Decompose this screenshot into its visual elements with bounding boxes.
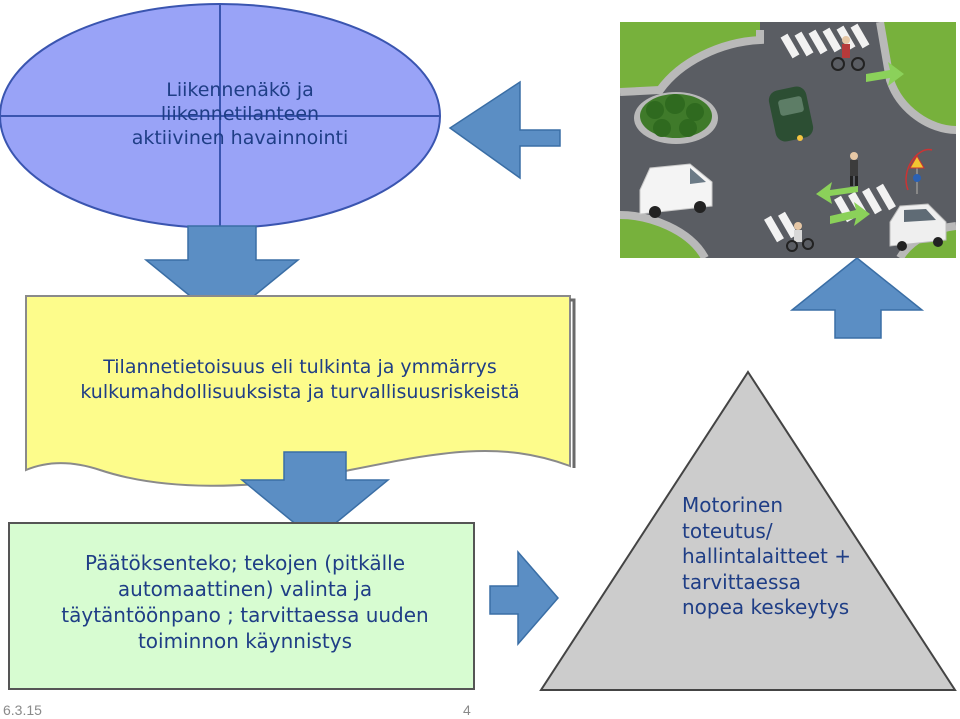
perception-line: liikennetilanteen: [160, 103, 320, 126]
van-white: [639, 163, 713, 218]
grass-topright: [880, 22, 956, 130]
decision-box: [8, 522, 475, 690]
execution-line: nopea keskeytys: [682, 595, 850, 620]
awareness-line: kulkumahdollisuuksista ja turvallisuusri…: [80, 381, 520, 404]
execution-text: Motorinen toteutus/ hallintalaitteet + t…: [682, 493, 851, 621]
execution-line: hallintalaitteet +: [682, 544, 851, 569]
decision-line: automaattinen) valinta ja: [117, 577, 373, 601]
execution-triangle: [539, 370, 957, 691]
execution-line: Motorinen: [682, 493, 784, 517]
decision-line: Päätöksenteko; tekojen (pitkälle: [84, 551, 406, 575]
green-arrow-icon: [816, 182, 858, 204]
grass-topleft: [620, 22, 760, 92]
cyclist-bottom: [786, 222, 814, 252]
decision-line: toiminnon käynnistys: [137, 629, 353, 653]
pedestrian: [850, 152, 858, 186]
grass-bottomleft: [620, 215, 705, 258]
awareness-text: Tilannetietoisuus eli tulkinta ja ymmärr…: [40, 355, 560, 405]
green-arrow-icon: [830, 202, 870, 226]
arrow-down-2: [239, 451, 391, 541]
arrow-right: [489, 549, 559, 647]
arrow-left: [448, 80, 561, 180]
arrow-up: [789, 257, 925, 339]
decision-text: Päätöksenteko; tekojen (pitkälle automaa…: [10, 550, 480, 654]
footer-date: 6.3.15: [3, 702, 42, 718]
road-sign-icon: [909, 155, 925, 194]
execution-line: toteutus/: [682, 518, 773, 543]
car-green: [768, 86, 814, 142]
traffic-intersection-image: [620, 22, 956, 258]
footer-page-number: 4: [463, 702, 471, 718]
decision-line: täytäntöönpano ; tarvittaessa uuden: [61, 603, 429, 627]
awareness-line: Tilannetietoisuus eli tulkinta ja ymmärr…: [103, 356, 497, 378]
perception-line: aktiivinen havainnointi: [131, 127, 349, 150]
perception-text: Liikennenäkö ja liikennetilanteen aktiiv…: [40, 78, 440, 150]
perception-line: Liikennenäkö ja: [166, 79, 314, 101]
green-arrow-icon: [866, 62, 904, 86]
arrow-down-1: [143, 225, 301, 323]
car-white: [889, 203, 947, 251]
cyclist-top: [831, 36, 865, 71]
execution-line: tarvittaessa: [682, 569, 802, 594]
